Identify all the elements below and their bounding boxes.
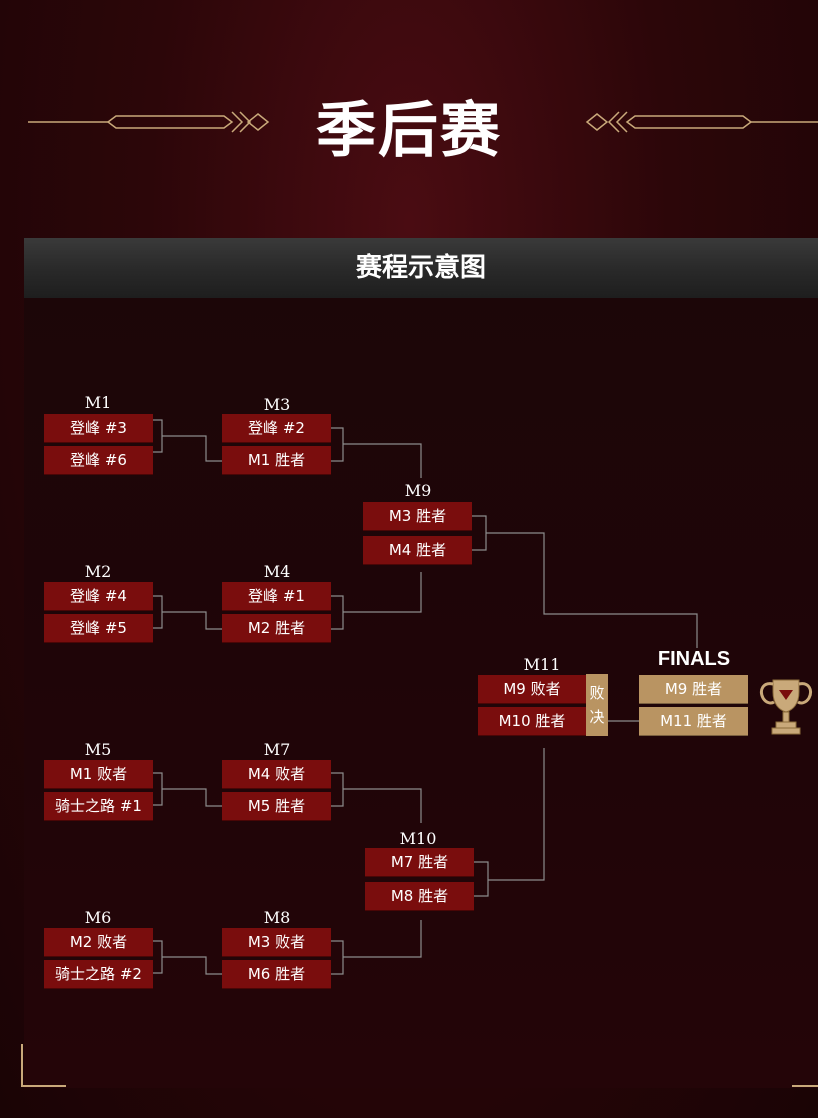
match-label-m8: M8: [263, 908, 291, 927]
match-slot: M2 胜者: [222, 614, 331, 643]
losers-final-tag-char: 决: [589, 708, 605, 726]
match-slot: M10 胜者: [478, 707, 586, 736]
match-slot: M8 胜者: [365, 882, 474, 911]
match-slot: M1 败者: [44, 760, 153, 789]
finals-label: FINALS: [657, 648, 731, 670]
match-label-m6: M6: [84, 908, 112, 927]
match-slot: 登峰 #3: [44, 414, 153, 443]
match-slot: 登峰 #1: [222, 582, 331, 611]
finals-slot: M9 胜者: [639, 675, 748, 704]
match-slot: 骑士之路 #2: [44, 960, 153, 989]
match-label-m3: M3: [263, 395, 291, 414]
divider-ornament-icon: [28, 111, 270, 133]
banner-title: 赛程示意图: [355, 253, 486, 283]
divider-ornament-icon: [585, 111, 818, 133]
match-slot: M7 胜者: [365, 848, 474, 877]
page-title: 季后赛: [316, 96, 502, 166]
finals-slot: M11 胜者: [639, 707, 748, 736]
match-slot: M6 胜者: [222, 960, 331, 989]
match-label-m2: M2: [84, 562, 112, 581]
corner-bracket: [792, 1085, 818, 1087]
match-slot: M3 败者: [222, 928, 331, 957]
match-label-m11: M11: [523, 655, 561, 674]
match-slot: 登峰 #4: [44, 582, 153, 611]
match-slot: M2 败者: [44, 928, 153, 957]
match-slot: 登峰 #2: [222, 414, 331, 443]
match-label-m7: M7: [263, 740, 291, 759]
match-slot: 登峰 #6: [44, 446, 153, 475]
match-slot: M1 胜者: [222, 446, 331, 475]
trophy-icon: [759, 679, 813, 735]
match-slot: M4 败者: [222, 760, 331, 789]
match-slot: M3 胜者: [363, 502, 472, 531]
match-slot: M4 胜者: [363, 536, 472, 565]
match-label-m4: M4: [263, 562, 291, 581]
losers-final-tag: 败 决: [586, 674, 608, 736]
match-label-m9: M9: [404, 481, 432, 500]
match-label-m1: M1: [84, 393, 112, 412]
match-slot: M9 败者: [478, 675, 586, 704]
match-label-m5: M5: [84, 740, 112, 759]
match-slot: M5 胜者: [222, 792, 331, 821]
banner: [24, 238, 818, 298]
match-slot: 骑士之路 #1: [44, 792, 153, 821]
corner-bracket: [21, 1044, 66, 1087]
match-slot: 登峰 #5: [44, 614, 153, 643]
match-label-m10: M10: [399, 829, 437, 848]
losers-final-tag-char: 败: [589, 684, 605, 702]
